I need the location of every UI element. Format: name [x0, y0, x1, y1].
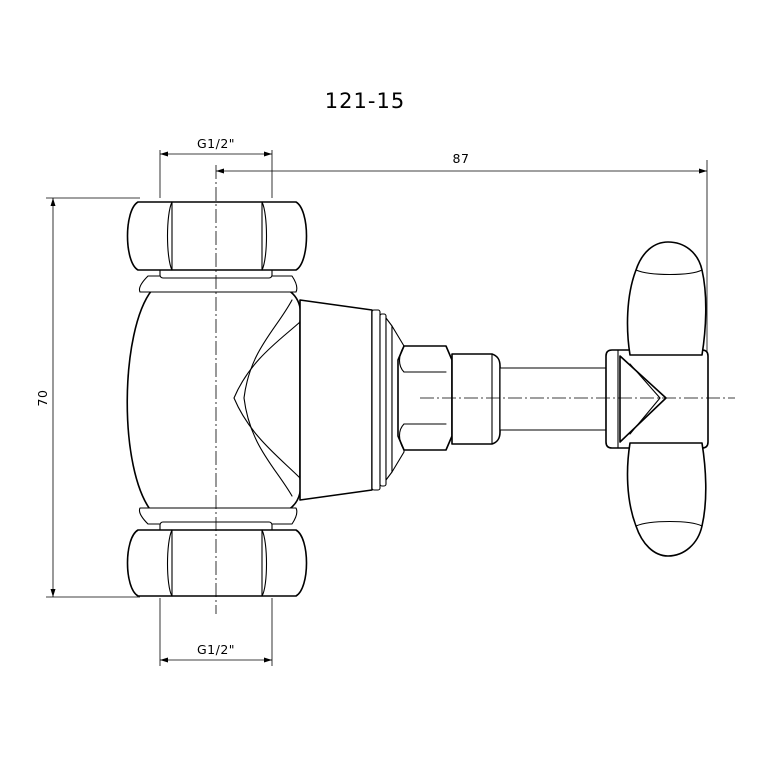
valve-body	[126, 287, 405, 513]
dimension-label-height: 70	[35, 390, 50, 407]
dimension-thread-bottom: G1/2"	[159, 598, 273, 666]
spindle	[499, 367, 607, 431]
top-hex-nut	[126, 201, 308, 293]
dimension-label-width: 87	[453, 151, 470, 166]
dimension-label-thread-bottom: G1/2"	[197, 642, 235, 657]
model-code: 121-15	[325, 89, 405, 113]
cross-handle	[605, 241, 709, 557]
dimension-width: 87	[216, 151, 708, 365]
dimension-height: 70	[35, 197, 140, 598]
dimension-label-thread-top: G1/2"	[197, 136, 235, 151]
bottom-hex-nut	[126, 507, 308, 597]
dimension-thread-top: G1/2"	[159, 136, 273, 198]
